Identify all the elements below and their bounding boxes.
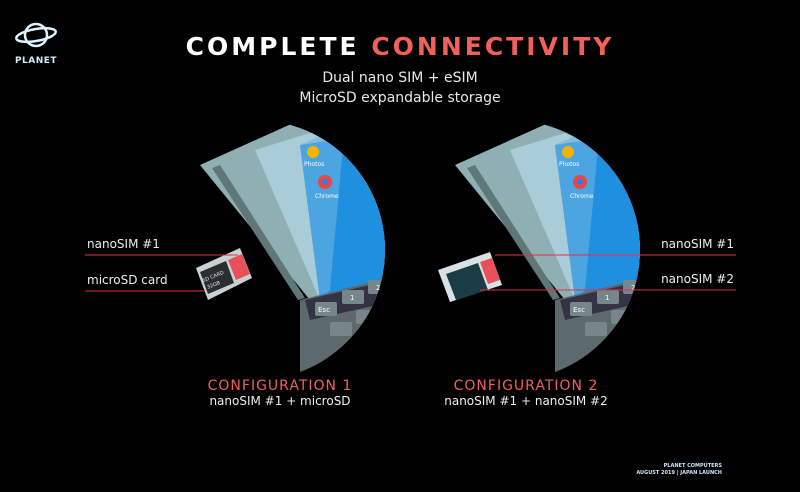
key-1: 1 [605,294,609,302]
sim-tray-config2 [438,252,502,302]
key-esc: Esc [573,306,585,314]
logo: PLANET [14,18,58,66]
config2-heading: CONFIGURATION 2 [453,378,599,394]
subtitle-line2: MicroSD expandable storage [299,90,501,106]
config1-description: nanoSIM #1 + microSD [209,394,351,408]
slide-title: COMPLETE CONNECTIVITY [0,32,800,61]
phone-config1: Photos Chrome Esc 1 2 [200,120,400,380]
footer-event: AUGUST 2019 | JAPAN LAUNCH [636,470,722,476]
label-microsd-config1: microSD card [87,273,168,287]
config1-heading: CONFIGURATION 1 [207,378,353,394]
key-2: 2 [631,284,635,292]
label-nanosim1-config1: nanoSIM #1 [87,237,160,251]
app-label-photos: Photos [304,161,324,168]
title-part2: CONNECTIVITY [371,32,615,61]
logo-text: PLANET [14,56,58,66]
app-label-chrome: Chrome [315,193,339,200]
label-nanosim1-config2: nanoSIM #1 [661,237,734,251]
label-nanosim2-config2: nanoSIM #2 [661,272,734,286]
card-text-capacity: 32GB [206,280,221,291]
callout-lines [85,254,736,292]
sim-tray-config1: SD CARD 32GB [196,248,252,300]
footer-company: PLANET COMPUTERS [663,463,722,469]
config2-description: nanoSIM #1 + nanoSIM #2 [444,394,608,408]
footer: PLANET COMPUTERS AUGUST 2019 | JAPAN LAU… [636,463,722,477]
key-esc: Esc [318,306,330,314]
app-label-photos: Photos [559,161,579,168]
configuration-1: CONFIGURATION 1 nanoSIM #1 + microSD [150,378,410,408]
planet-ring-icon [15,22,57,48]
title-part1: COMPLETE [185,32,360,61]
key-1: 1 [350,294,354,302]
subtitle-line1: Dual nano SIM + eSIM [322,70,478,86]
configuration-2: CONFIGURATION 2 nanoSIM #1 + nanoSIM #2 [396,378,656,408]
app-label-chrome: Chrome [570,193,594,200]
phone-config2: Photos Chrome Esc 1 2 [455,120,655,380]
key-2: 2 [376,284,380,292]
